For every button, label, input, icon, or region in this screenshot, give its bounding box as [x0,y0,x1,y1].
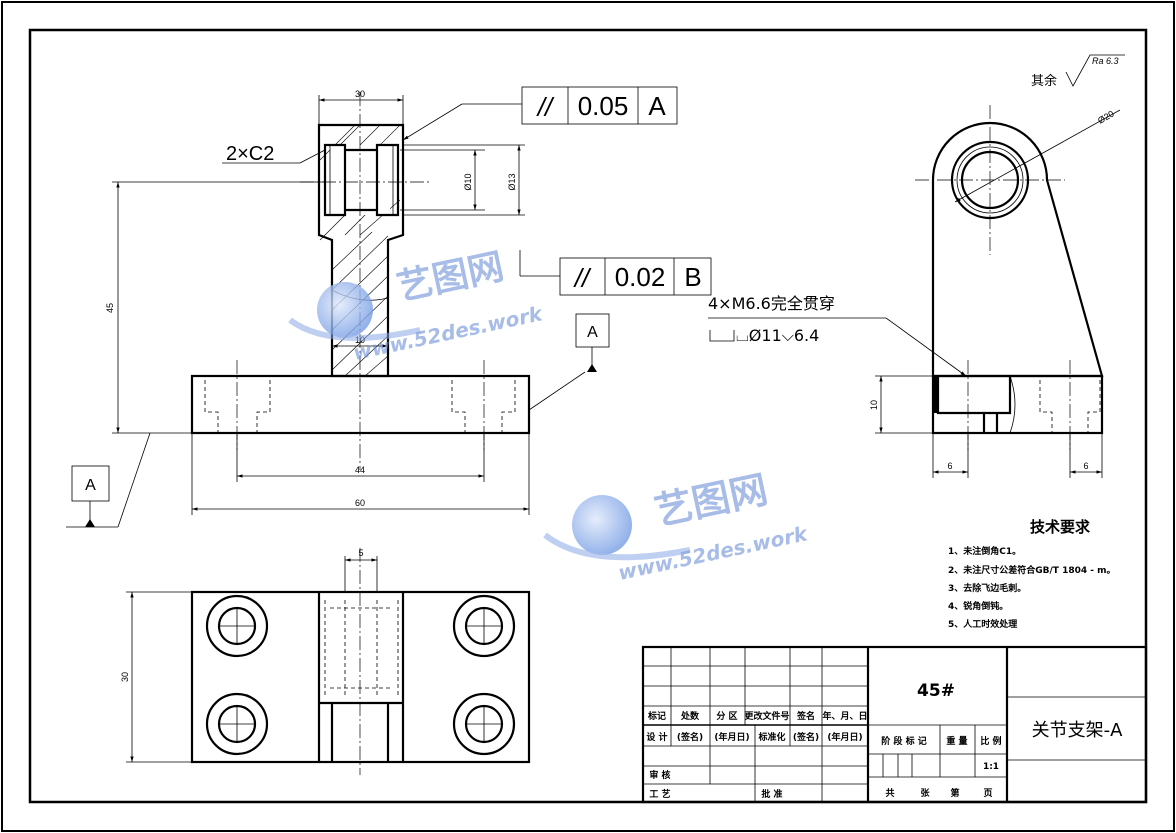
tech-item-4: 4、锐角倒钝。 [948,600,1008,612]
stage-weight: 重 量 [946,735,967,747]
dim-height: 45 [105,303,115,313]
dim-bore-small: Ø10 [463,173,473,190]
surface-finish-label: 其余 [1031,73,1057,89]
row-approve: 批 准 [761,788,782,800]
hole-callout-line1: 4×M6.6完全贯穿 [708,294,835,313]
datum-a-top: A [587,324,598,341]
sheets-total-unit: 张 [920,787,930,799]
top-view: 5 30 [120,548,531,775]
side-view: Ø20 10 6 6 [869,105,1121,478]
dim-top-width: 30 [355,89,365,99]
title-block: 45# 关节支架-A 标记 处数 分 区 更改文件号 签名 年、月、日 设 计 … [641,645,1148,804]
drawing-border [28,28,1148,804]
fcf-parallel-2: // 0.02 B [519,250,712,296]
tech-requirements: 技术要求 1、未注倒角C1。 2、未注尺寸公差符合GB/T 1804 - m。 … [948,518,1116,630]
sheets-current-unit: 页 [983,788,992,799]
row-standard-date: (年月日) [827,731,862,743]
dim-side-height: 10 [869,400,879,410]
watermark-url-2: www.52des.work [616,521,811,585]
fcf2-symbol: // [573,263,592,293]
hole-callout: 4×M6.6完全贯穿 ⌴Ø11⌵6.4 [708,294,967,377]
dim-side-radius: Ø20 [1096,109,1116,126]
dim-bore-large: Ø13 [507,173,517,190]
watermark-url-1: www.52des.work [351,301,546,365]
material: 45# [917,681,955,701]
dim-top-depth: 30 [120,672,130,682]
row-standard: 标准化 [757,731,785,743]
stage-mark: 阶 段 标 记 [881,735,926,747]
dim-side-right: 6 [1083,461,1088,471]
fcf-parallel-1: // 0.05 A [402,86,678,141]
datum-a-base: A [85,477,96,494]
fcf1-datum: A [648,91,666,121]
watermark-brand-2: 艺图网 [651,467,772,534]
row-standard-sign: (签名) [793,731,819,743]
tech-item-3: 3、去除飞边毛刺。 [948,582,1026,594]
row-review: 审 核 [649,769,670,781]
fcf1-tolerance: 0.05 [578,91,629,121]
hdr-doc: 更改文件号 [744,710,789,722]
dim-hole-spacing: 44 [355,465,365,475]
watermark-brand-1: 艺图网 [393,246,507,309]
hole-tl [205,594,269,658]
tech-title: 技术要求 [1030,518,1091,536]
hole-callout-line2: ⌴Ø11⌵6.4 [736,326,819,345]
row-process: 工 艺 [649,788,670,800]
dim-side-left: 6 [947,461,952,471]
fcf2-datum: B [684,262,701,292]
hdr-mark: 标记 [647,710,666,722]
tech-item-2: 2、未注尺寸公差符合GB/T 1804 - m。 [948,564,1116,576]
surface-finish-ra: Ra 6.3 [1092,56,1119,66]
fcf1-symbol: // [536,92,555,122]
hdr-zone: 分 区 [716,710,737,722]
part-name: 关节支架-A [1032,720,1123,741]
dim-slot: 5 [358,548,363,558]
hole-bl [205,692,269,756]
sheets-total: 共 [885,787,894,799]
surface-finish: 其余 Ra 6.3 [1031,54,1125,89]
row-design-sign: (签名) [677,731,703,743]
row-design: 设 计 [646,731,667,743]
hole-tr [452,594,516,658]
dim-base-width: 60 [355,498,365,508]
hdr-sign: 签名 [796,710,815,722]
watermark-globe-icon [317,282,373,338]
tech-item-5: 5、人工时效处理 [948,618,1017,630]
hdr-count: 处数 [680,710,700,722]
watermark-2: 艺图网 www.52des.work [543,467,811,585]
hole-br [452,692,516,756]
sheets-current: 第 [950,787,959,799]
chamfer-label: 2×C2 [226,143,274,165]
fcf2-tolerance: 0.02 [615,262,666,292]
stage-scale: 比 例 [980,735,1001,747]
scale-value: 1:1 [983,762,999,772]
hdr-date: 年、月、日 [822,710,867,722]
watermark-globe-icon-2 [572,495,632,555]
row-design-date: (年月日) [714,731,749,743]
tech-item-1: 1、未注倒角C1。 [948,545,1021,557]
watermark-1: 艺图网 www.52des.work [288,246,546,365]
